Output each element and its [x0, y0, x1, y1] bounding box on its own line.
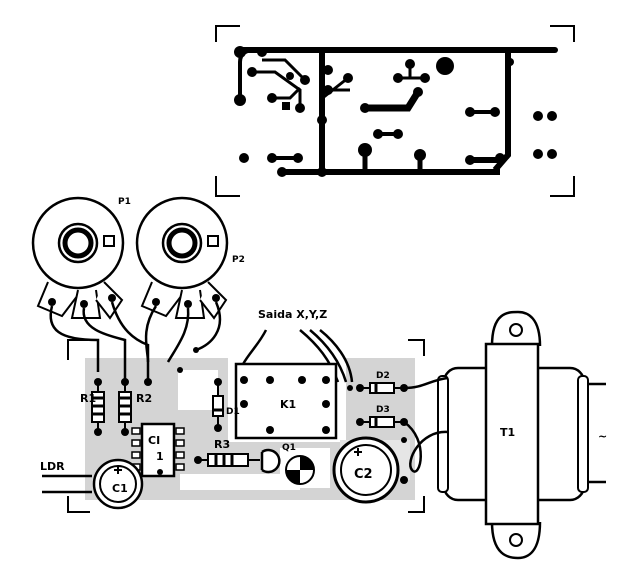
- label-ci: CI: [148, 434, 160, 447]
- label-t1: T1: [500, 426, 515, 439]
- pcb-pads: [234, 46, 557, 177]
- transistor-q1: [260, 448, 281, 474]
- label-ac-symbol: ~: [598, 430, 607, 443]
- relay-k1: [234, 362, 338, 440]
- label-d1: D1: [226, 407, 240, 417]
- capacitor-c1: [92, 458, 144, 510]
- label-ldr: LDR: [40, 460, 65, 473]
- label-d2: D2: [376, 371, 390, 381]
- label-c2: C2: [354, 467, 373, 482]
- integrated-circuit-ci: [131, 422, 185, 478]
- label-c1: C1: [112, 482, 128, 495]
- label-saida: Saida X,Y,Z: [258, 308, 327, 321]
- label-p2: P2: [232, 255, 245, 265]
- mounting-hole: [285, 455, 315, 485]
- board-pads: [157, 347, 408, 484]
- resistor-r3: [194, 453, 260, 467]
- label-d3: D3: [376, 405, 390, 415]
- label-r2: R2: [136, 392, 152, 405]
- label-k1: K1: [280, 398, 296, 411]
- label-ci-number: 1: [156, 450, 164, 463]
- pcb-trace-view: [215, 25, 575, 197]
- resistor-r1: [91, 378, 105, 436]
- transformer-t1: [403, 310, 606, 560]
- diode-d1: [212, 378, 224, 432]
- capacitor-c2: [332, 436, 400, 504]
- label-r1: R1: [80, 392, 96, 405]
- pot-wires: [49, 301, 222, 380]
- potentiometer-p1: [31, 196, 125, 320]
- ldr-leads: [42, 474, 92, 494]
- resistor-r2: [118, 378, 152, 436]
- label-p1: P1: [118, 197, 131, 207]
- label-r3: R3: [214, 438, 230, 451]
- label-q1: Q1: [282, 443, 296, 453]
